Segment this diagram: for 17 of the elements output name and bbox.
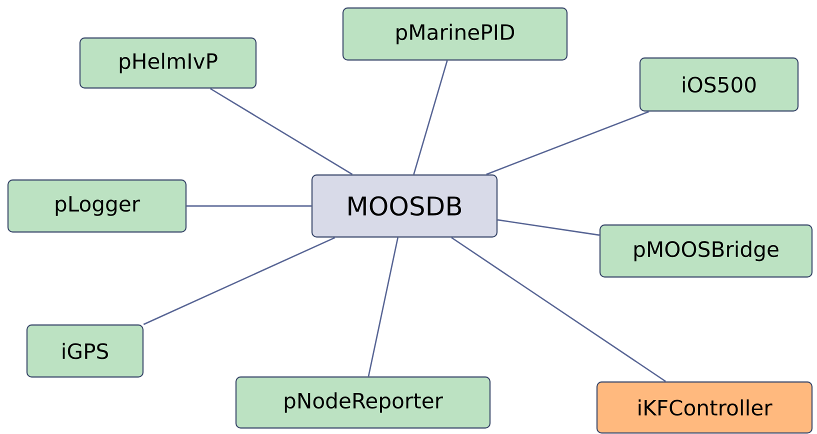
connector-line [486, 110, 650, 176]
process-box: iKFController [596, 381, 813, 434]
connector-line [497, 219, 600, 236]
process-box: pLogger [7, 179, 187, 233]
connector-line [210, 88, 353, 176]
process-box: pMarinePID [342, 7, 568, 61]
connector-line [186, 205, 312, 207]
connector-line [451, 237, 666, 382]
process-box: iOS500 [639, 57, 799, 112]
connector-line [413, 60, 448, 175]
connector-line [368, 237, 399, 377]
connector-line [143, 236, 336, 326]
hub-box: MOOSDB [311, 174, 498, 238]
process-box: pHelmIvP [79, 37, 257, 89]
process-box: pNodeReporter [235, 376, 491, 429]
process-box: pMOOSBridge [599, 224, 813, 278]
process-box: iGPS [26, 324, 144, 378]
